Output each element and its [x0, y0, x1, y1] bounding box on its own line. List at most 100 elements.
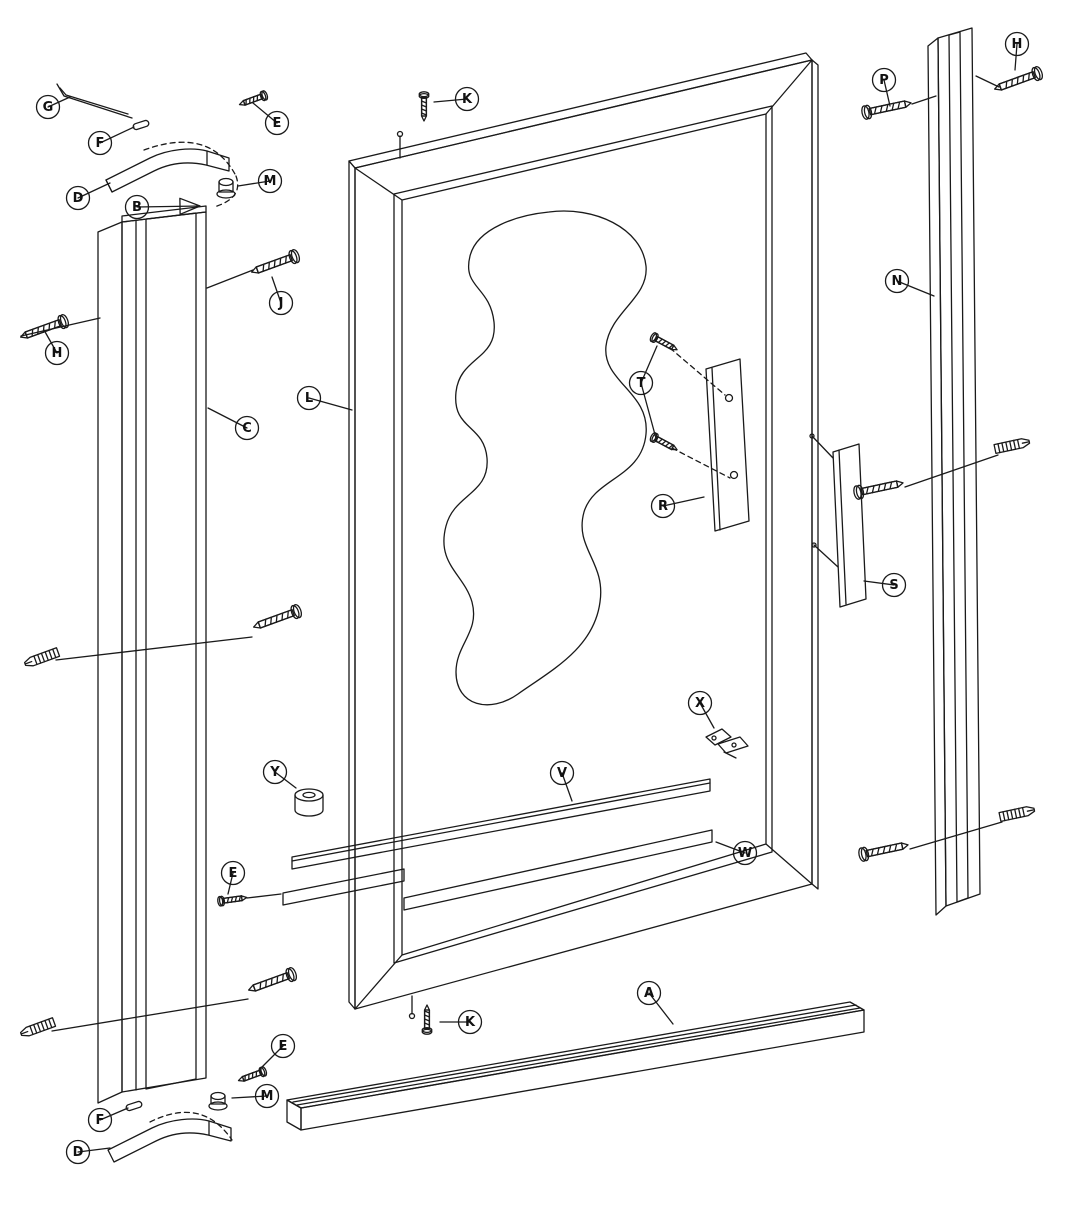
screw-e-mid [216, 892, 249, 907]
screw-h-right [991, 64, 1045, 97]
svg-text:N: N [892, 274, 903, 289]
svg-text:M: M [261, 1089, 274, 1104]
svg-text:J: J [278, 296, 284, 311]
bottom-pivot-bracket [107, 1111, 233, 1163]
callout-leader-E [252, 102, 278, 124]
callout-leader-K [433, 98, 468, 103]
callout-B-4: B [124, 194, 150, 220]
top-bumper [216, 177, 236, 199]
callout-D-25: D [65, 1139, 91, 1165]
svg-text:D: D [73, 191, 84, 206]
callout-leader-Y [274, 771, 297, 789]
svg-text:C: C [242, 421, 252, 436]
callout-leader-X [699, 702, 715, 729]
svg-text:H: H [52, 346, 63, 361]
assembly-alignment-lines [20, 75, 1003, 1032]
callout-leader-F [99, 126, 135, 144]
callout-leader-T [640, 345, 658, 384]
callout-D-3: D [65, 185, 91, 211]
callout-leader-V [561, 772, 573, 802]
glass-obscure-pattern [443, 210, 647, 706]
screw-left-bottom [245, 965, 299, 998]
callout-leader-C [207, 407, 248, 429]
callout-T-14: T [628, 370, 654, 396]
allen-wrench [56, 83, 133, 119]
screw-e-bottom [236, 1065, 269, 1086]
door-panel-frame [348, 52, 819, 1020]
rail-screw-line [246, 893, 282, 899]
screw-k-bottom [421, 1004, 433, 1035]
right-wall-jamb-channel [927, 27, 981, 916]
callout-leader-M [231, 1095, 268, 1099]
callout-M-5: M [257, 168, 283, 194]
bottom-threshold-track [286, 1001, 865, 1131]
outer-handle [811, 435, 867, 608]
svg-text:E: E [273, 116, 282, 131]
svg-text:T: T [637, 376, 646, 391]
svg-text:Y: Y [269, 765, 280, 780]
callout-arrowhead-B [179, 197, 201, 215]
callout-X-18: X [687, 690, 713, 716]
svg-text:F: F [96, 136, 105, 151]
svg-text:M: M [264, 174, 277, 189]
callout-J-8: J [268, 290, 294, 316]
callout-leader-W [715, 841, 746, 854]
drip-rail-w [403, 829, 713, 911]
callout-H-12: H [1004, 31, 1030, 57]
wall-anchor-left-mid [22, 647, 61, 669]
door-catch [705, 728, 749, 759]
svg-text:R: R [658, 499, 668, 514]
wall-anchor-right-bottom [998, 804, 1036, 823]
screw-left-mid [250, 602, 304, 635]
screw-p [860, 95, 914, 121]
callout-leader-F [99, 1107, 129, 1121]
wall-anchor-right-mid [993, 436, 1031, 455]
bottom-bumper [208, 1091, 228, 1111]
screw-j [248, 247, 302, 280]
callout-leader-P [883, 79, 891, 107]
left-wall-jamb-channel [97, 205, 207, 1104]
top-pivot-pin [132, 119, 150, 131]
screw-right-bottom [857, 837, 911, 863]
callout-Y-17: Y [262, 759, 288, 785]
bottom-pivot-pin [125, 1100, 143, 1112]
callout-L-10: L [296, 385, 322, 411]
screw-h-left [17, 312, 71, 345]
callout-leader-R [662, 496, 705, 507]
inner-handle [669, 347, 750, 532]
callout-W-20: W [732, 840, 758, 866]
svg-text:F: F [96, 1113, 105, 1128]
svg-text:D: D [73, 1145, 84, 1160]
drip-rail-bracket [282, 868, 405, 906]
handle-screw-t-top [648, 331, 680, 355]
callout-E-2: E [264, 110, 290, 136]
svg-text:P: P [879, 73, 889, 88]
callout-E-22: E [270, 1033, 296, 1059]
callout-F-1: F [87, 130, 113, 156]
callout-leader-J [271, 276, 282, 304]
callout-C-9: C [234, 415, 260, 441]
svg-text:G: G [43, 100, 54, 115]
svg-text:K: K [462, 92, 473, 107]
callout-leader-B [136, 205, 201, 208]
svg-text:V: V [557, 766, 567, 781]
wall-anchor-left-bottom [18, 1017, 57, 1039]
callout-P-11: P [871, 67, 897, 93]
callout-S-16: S [881, 572, 907, 598]
svg-text:W: W [738, 846, 752, 861]
callout-N-13: N [884, 268, 910, 294]
callout-H-7: H [44, 340, 70, 366]
callout-A-27: A [636, 980, 662, 1006]
callout-leader-H [43, 329, 58, 354]
roller-nut [294, 788, 324, 817]
callout-leader-L [308, 397, 353, 411]
callout-V-19: V [549, 760, 575, 786]
callout-leader-E [227, 872, 234, 895]
callout-leader-D [77, 182, 111, 199]
callout-K-26: K [457, 1009, 483, 1035]
svg-text:A: A [644, 986, 654, 1001]
callout-K-6: K [454, 86, 480, 112]
